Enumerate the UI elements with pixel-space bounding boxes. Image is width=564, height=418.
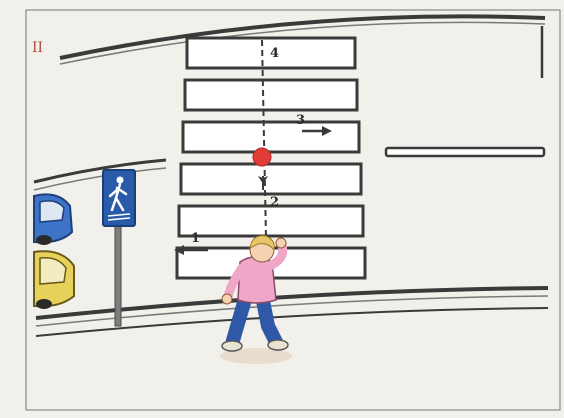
crosswalk-stripe	[179, 206, 363, 236]
sign-post	[115, 226, 121, 326]
crosswalk-stripe	[181, 164, 361, 194]
crosswalk-stripe	[183, 122, 359, 152]
route-label-3: 3	[296, 113, 305, 128]
route-label-2: 2	[270, 195, 279, 210]
blue-car-window	[40, 201, 64, 222]
child-raised-hand	[276, 238, 286, 248]
yellow-car-wheel	[36, 299, 52, 309]
route-label-1: 1	[191, 231, 200, 246]
blue-car	[34, 194, 72, 245]
child-right-shoe	[268, 340, 288, 350]
child-lowered-hand	[222, 294, 232, 304]
center-lane-divider	[386, 148, 544, 156]
child-left-shoe	[222, 341, 242, 351]
route-label-4: 4	[270, 46, 279, 61]
crosswalk-stripe	[185, 80, 357, 110]
corner-mark: II	[32, 40, 43, 56]
yellow-car	[34, 251, 74, 309]
red-dot-marker-icon	[253, 148, 271, 166]
blue-car-wheel	[36, 235, 52, 245]
sign-figure-head	[117, 177, 124, 184]
